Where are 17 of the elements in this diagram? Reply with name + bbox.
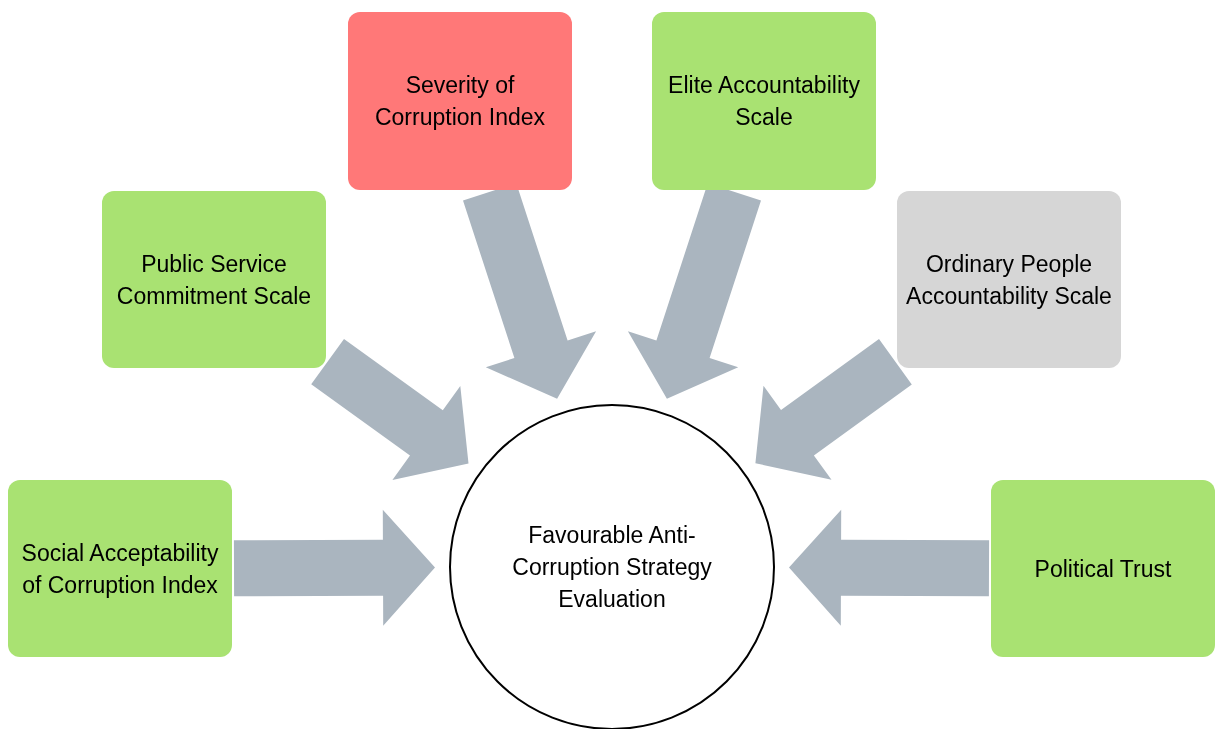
block-arrow xyxy=(789,509,990,626)
block-arrow xyxy=(233,509,435,626)
node-text: Ordinary People Accountability Scale xyxy=(905,249,1113,311)
node-text: Social Acceptability of Corruption Index xyxy=(20,538,220,600)
variable-box xyxy=(8,480,232,657)
block-arrow xyxy=(755,339,912,480)
variable-box xyxy=(102,191,326,368)
variable-box xyxy=(897,191,1121,368)
node-text: Public Service Commitment Scale xyxy=(115,249,313,311)
node-text: Favourable Anti-Corruption Strategy Evaluation xyxy=(511,521,713,614)
variable-box xyxy=(348,12,572,190)
node-text: Severity of Corruption Index xyxy=(373,71,546,132)
node-text: Political Trust xyxy=(1034,554,1172,584)
node-text: Elite Accountability Scale xyxy=(667,71,861,132)
variable-box xyxy=(991,480,1215,657)
block-arrow xyxy=(311,338,469,480)
variable-box xyxy=(652,12,876,190)
